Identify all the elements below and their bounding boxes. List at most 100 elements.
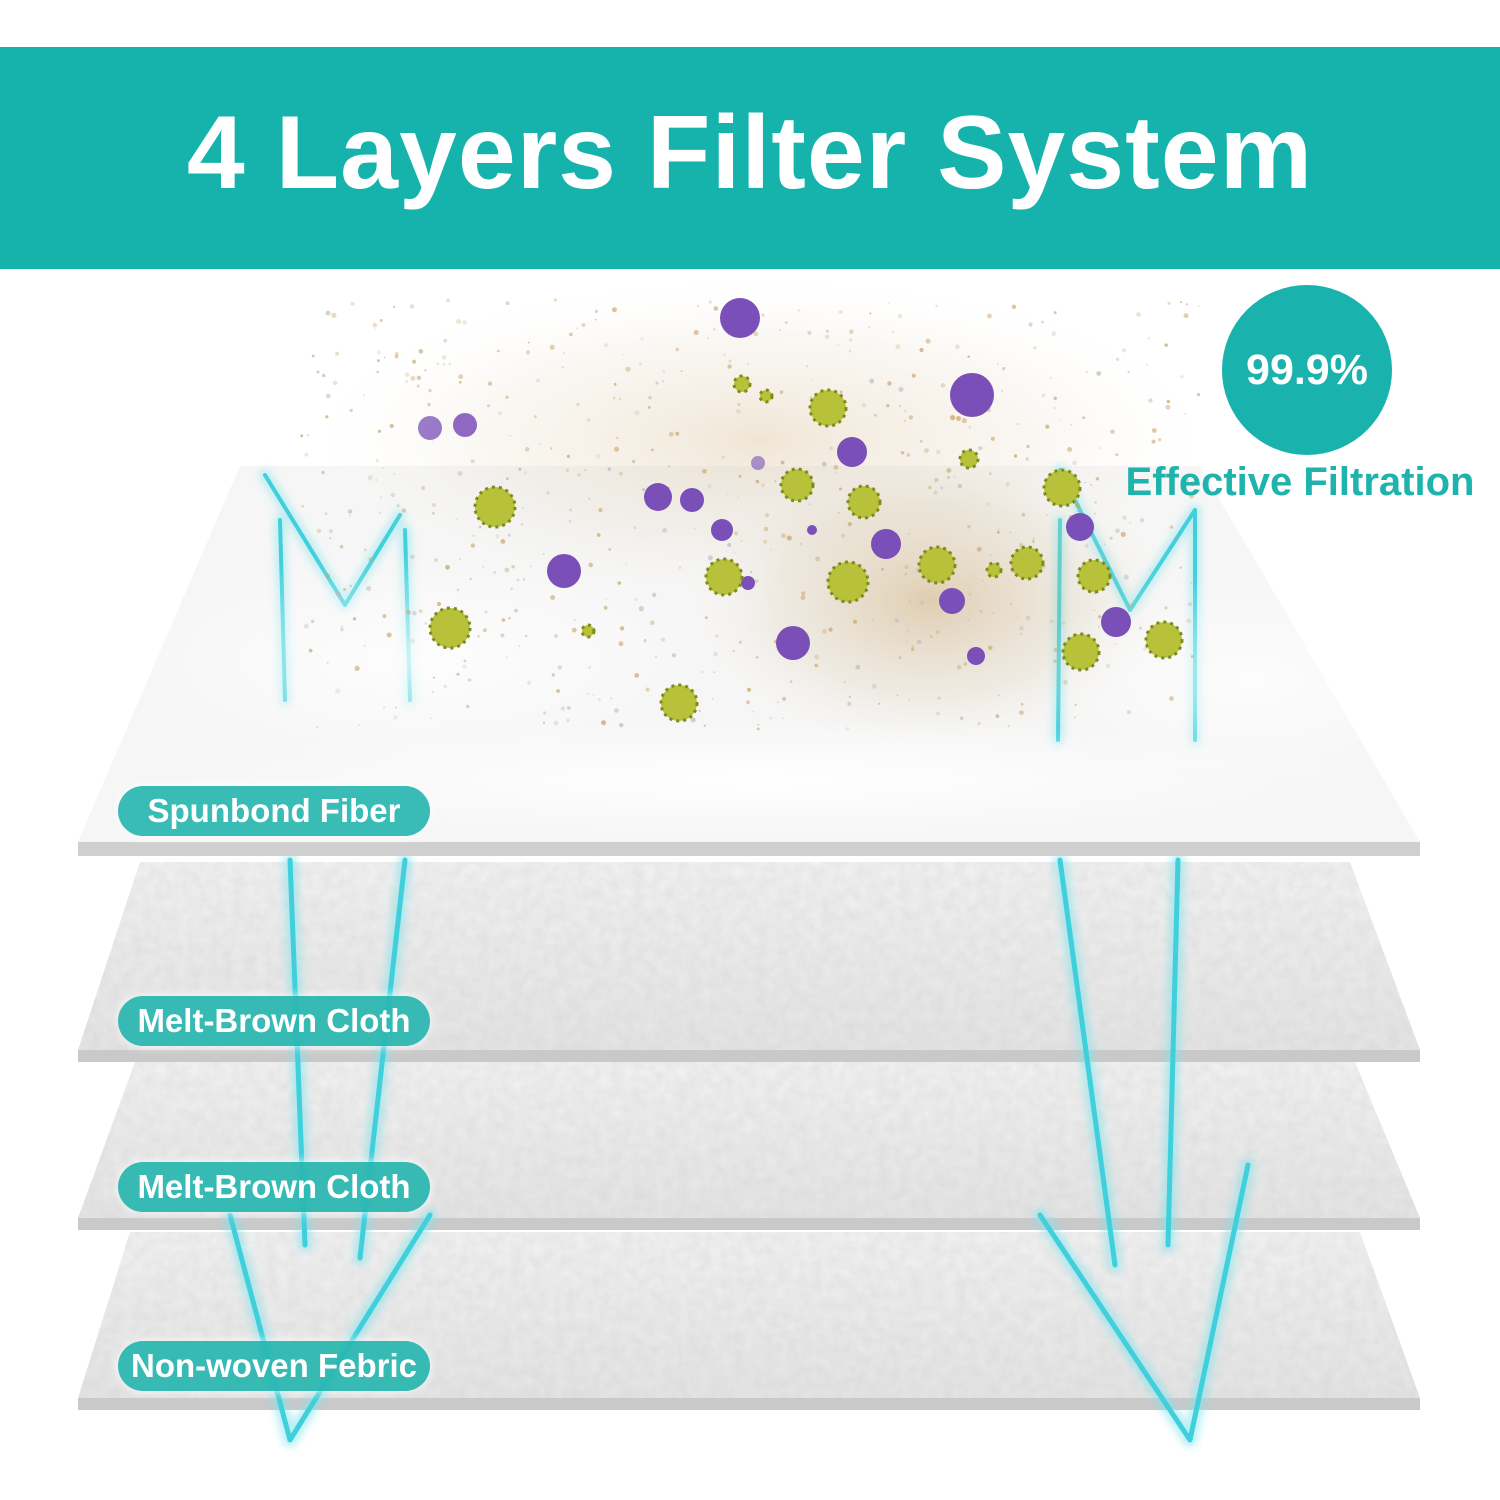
dust-speck <box>1129 521 1131 524</box>
dust-speck <box>1189 481 1195 487</box>
dust-speck <box>446 298 450 303</box>
dust-speck <box>740 540 743 543</box>
dust-speck <box>441 355 447 360</box>
dust-speck <box>614 708 619 713</box>
dust-speck <box>903 409 908 413</box>
dust-speck <box>668 465 671 468</box>
dust-speck <box>331 312 337 318</box>
dust-speck <box>721 455 726 459</box>
dust-speck <box>608 547 612 551</box>
dust-speck <box>647 406 651 409</box>
dust-speck <box>347 509 353 514</box>
dust-speck <box>808 503 811 506</box>
dust-speck <box>650 448 654 452</box>
dust-speck <box>843 681 846 684</box>
dust-speck <box>968 425 972 429</box>
dust-speck <box>462 664 467 669</box>
dust-speck <box>462 320 467 325</box>
dust-speck <box>1007 725 1010 728</box>
dust-speck <box>643 640 647 643</box>
dust-speck <box>957 483 962 489</box>
dust-speck <box>986 502 990 506</box>
dust-speck <box>848 349 852 353</box>
dust-speck <box>711 697 714 700</box>
dust-speck <box>569 508 572 512</box>
dust-speck <box>738 640 742 644</box>
dust-speck <box>300 434 304 438</box>
dust-speck <box>373 328 376 331</box>
dust-speck <box>1019 626 1024 631</box>
dust-speck <box>1025 615 1031 621</box>
dust-speck <box>1148 398 1153 403</box>
dust-speck <box>410 554 415 560</box>
title-banner: 4 Layers Filter System <box>0 47 1500 269</box>
dust-speck <box>534 415 537 418</box>
dust-speck <box>363 644 366 647</box>
dust-speck <box>431 690 434 693</box>
dust-speck <box>316 528 322 534</box>
dust-speck <box>1032 537 1035 540</box>
dust-speck <box>1026 444 1030 449</box>
dust-speck <box>639 362 642 366</box>
dust-speck <box>660 637 666 642</box>
dust-speck <box>470 543 476 548</box>
dust-speck <box>381 467 384 470</box>
dust-speck <box>746 700 750 705</box>
dust-speck <box>1005 482 1010 487</box>
dust-speck <box>707 483 712 489</box>
dust-speck <box>990 436 995 441</box>
dust-speck <box>428 388 432 393</box>
dust-speck <box>622 353 624 356</box>
dust-speck <box>838 310 843 314</box>
dust-speck <box>907 532 910 535</box>
dust-speck <box>1151 428 1157 433</box>
dust-speck <box>930 635 933 638</box>
dust-speck <box>377 429 382 433</box>
dust-speck <box>1165 404 1171 410</box>
dust-speck <box>1122 348 1127 353</box>
dust-speck <box>662 380 665 383</box>
dust-speck <box>799 542 802 545</box>
dust-speck <box>577 473 581 477</box>
dust-speck <box>1136 312 1141 317</box>
dust-speck <box>576 327 579 330</box>
dust-speck <box>1188 602 1192 607</box>
dust-speck <box>523 471 528 475</box>
dust-speck <box>662 528 667 533</box>
dust-speck <box>746 362 749 365</box>
dust-speck <box>565 468 570 472</box>
dust-speck <box>561 366 564 369</box>
dust-speck <box>1016 422 1019 426</box>
dust-speck <box>634 673 640 678</box>
dust-speck <box>728 359 732 363</box>
dust-speck <box>671 653 677 658</box>
dust-speck <box>693 527 696 531</box>
dust-speck <box>618 641 624 647</box>
dust-speck <box>524 634 528 638</box>
dust-speck <box>1109 536 1113 540</box>
page-title: 4 Layers Filter System <box>186 94 1314 211</box>
dust-speck <box>556 689 560 693</box>
dust-speck <box>961 418 967 424</box>
dust-speck <box>520 523 524 526</box>
dust-speck <box>1053 659 1057 663</box>
dust-speck <box>726 493 728 495</box>
dust-speck <box>389 423 394 429</box>
dust-speck <box>1180 375 1184 379</box>
dust-speck <box>734 531 738 536</box>
dust-speck <box>736 409 741 414</box>
dust-speck <box>825 334 830 339</box>
dust-speck <box>640 337 644 341</box>
dust-speck <box>393 472 396 476</box>
dust-speck <box>329 537 332 540</box>
dust-speck <box>1033 346 1037 350</box>
dust-speck <box>704 616 708 620</box>
dust-speck <box>1122 515 1127 520</box>
dust-speck <box>814 654 820 660</box>
dust-speck <box>617 581 622 585</box>
dust-speck <box>340 628 344 632</box>
dust-speck <box>1185 303 1188 306</box>
dust-speck <box>553 298 558 302</box>
dust-speck <box>1169 525 1174 529</box>
dust-speck <box>769 548 772 551</box>
